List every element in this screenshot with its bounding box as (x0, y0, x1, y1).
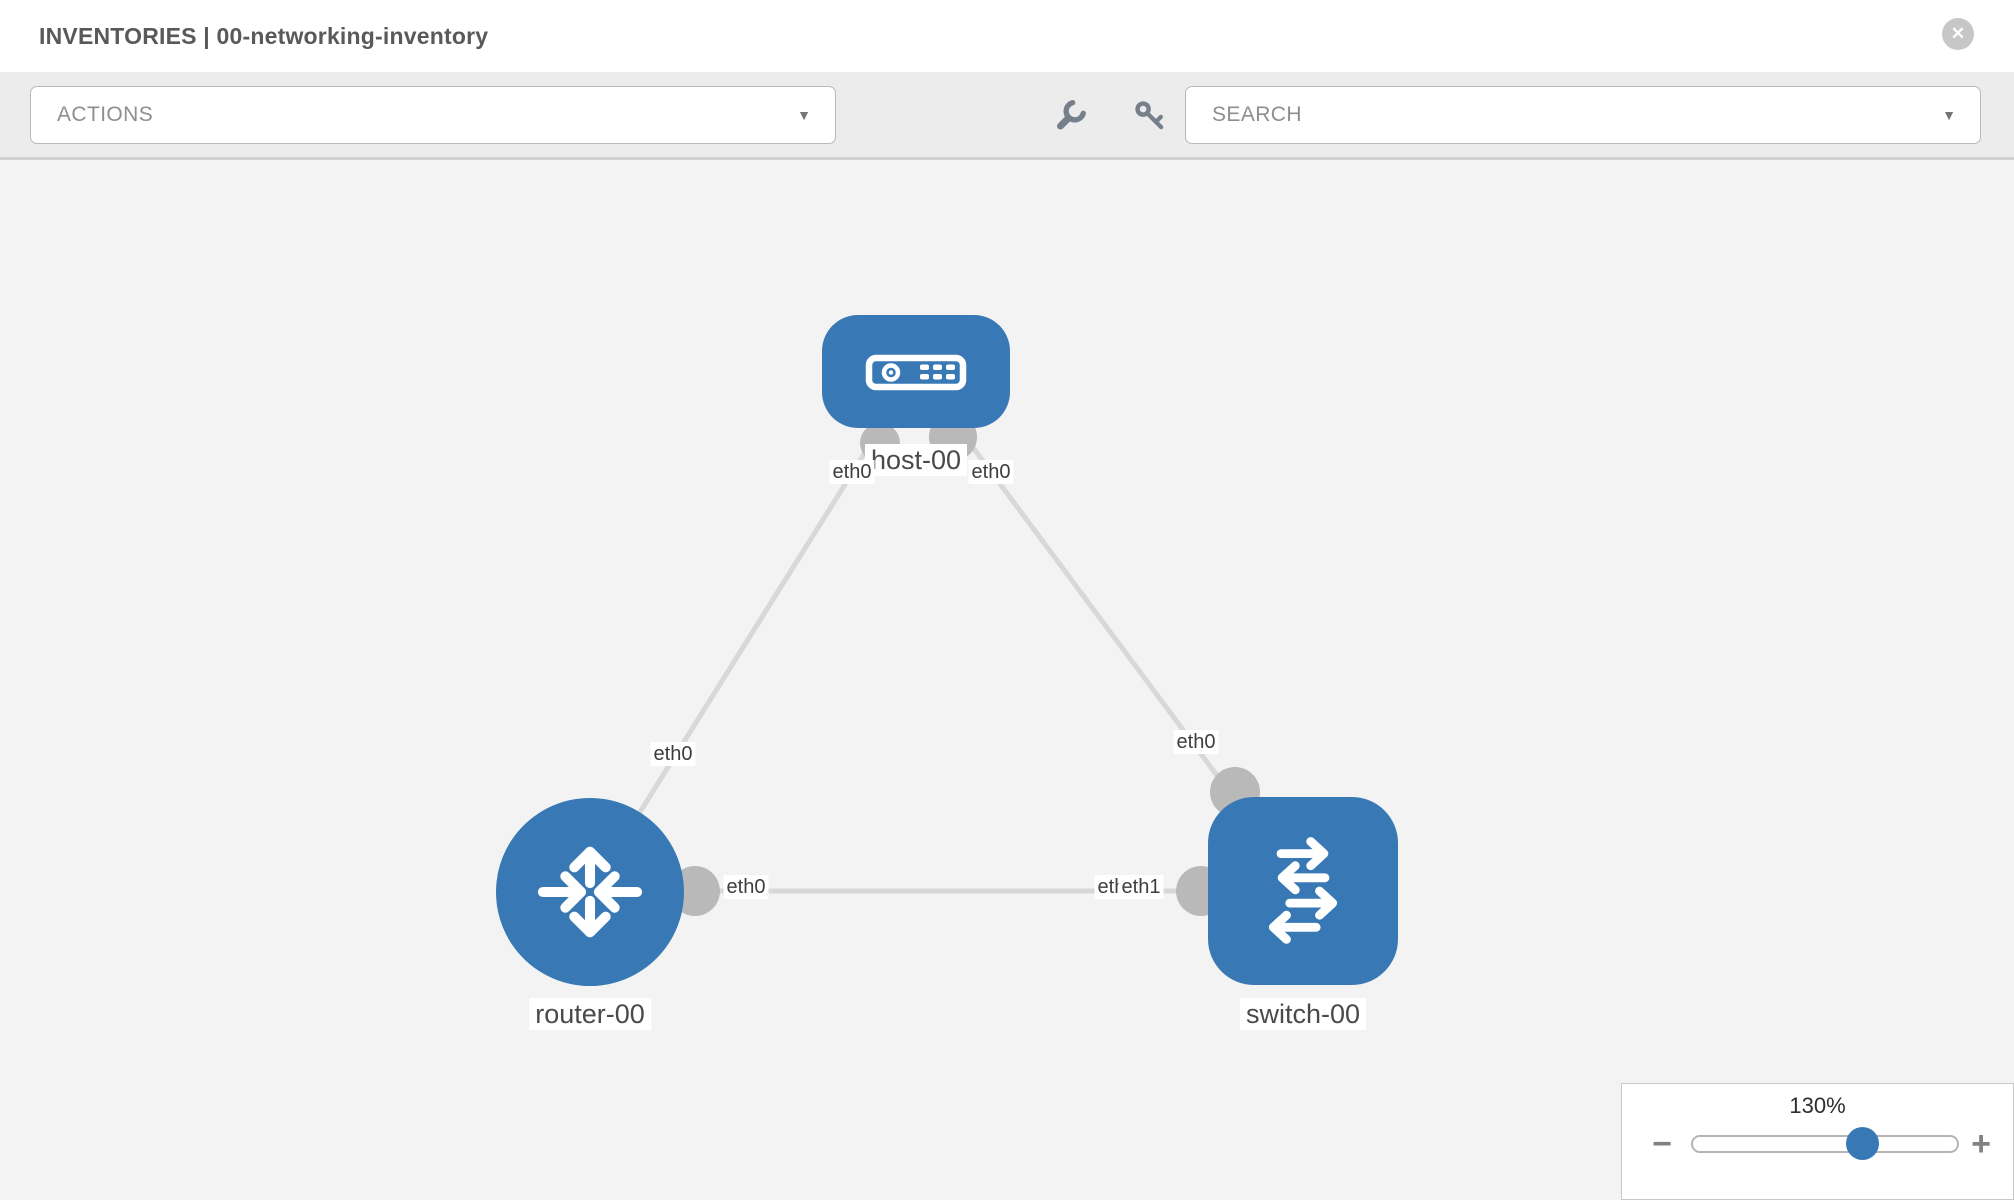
page-title: INVENTORIES | 00-networking-inventory (39, 23, 489, 49)
key-icon (1135, 101, 1164, 130)
topology-links (587, 369, 1306, 916)
chevron-down-icon: ▼ (797, 107, 811, 123)
zoom-out-button[interactable]: − (1642, 1122, 1682, 1166)
switch-icon (1268, 837, 1338, 944)
node-label-router-00: router-00 (529, 998, 651, 1030)
close-button[interactable]: ✕ (1942, 18, 1974, 50)
router-icon (537, 846, 643, 938)
interface-label-eth0: eth0 (968, 460, 1014, 484)
plus-icon: + (1971, 1125, 1991, 1163)
toolbar: ACTIONS ▼ SEARCH ▼ (0, 72, 2014, 160)
key-button[interactable] (1128, 98, 1172, 134)
node-router-00[interactable] (496, 798, 684, 986)
interface-label-eth0: eth0 (723, 875, 769, 899)
chevron-down-icon: ▼ (1942, 107, 1956, 123)
topology-canvas[interactable]: host-00 router-00 switch-00 eth0 eth0 et… (0, 160, 2014, 1200)
zoom-level: 130% (1789, 1093, 1846, 1118)
zoom-in-button[interactable]: + (1961, 1122, 2001, 1166)
node-host-00[interactable] (822, 315, 1010, 428)
zoom-slider-thumb[interactable] (1846, 1127, 1879, 1160)
actions-dropdown-label: ACTIONS (57, 103, 154, 126)
configure-button[interactable] (1048, 98, 1092, 134)
host-icon (865, 354, 967, 390)
interface-label-eth0: eth0 (829, 460, 875, 484)
interface-label-eth0: eth0 (650, 742, 696, 766)
header: INVENTORIES | 00-networking-inventory ✕ (0, 0, 2014, 72)
zoom-panel: 130% − + (1621, 1083, 2014, 1200)
node-label-host-00: host-00 (864, 444, 968, 476)
actions-dropdown[interactable]: ACTIONS ▼ (30, 86, 836, 144)
zoom-slider[interactable] (1691, 1127, 1959, 1160)
search-dropdown-label: SEARCH (1212, 103, 1302, 126)
close-icon: ✕ (1950, 24, 1966, 43)
search-dropdown[interactable]: SEARCH ▼ (1185, 86, 1981, 144)
interface-label-eth1: eth1 (1118, 875, 1164, 899)
wrench-icon (1056, 100, 1086, 130)
node-switch-00[interactable] (1208, 797, 1398, 985)
node-label-switch-00: switch-00 (1239, 998, 1367, 1030)
minus-icon: − (1652, 1125, 1672, 1163)
interface-label-eth0: eth0 (1173, 730, 1219, 754)
